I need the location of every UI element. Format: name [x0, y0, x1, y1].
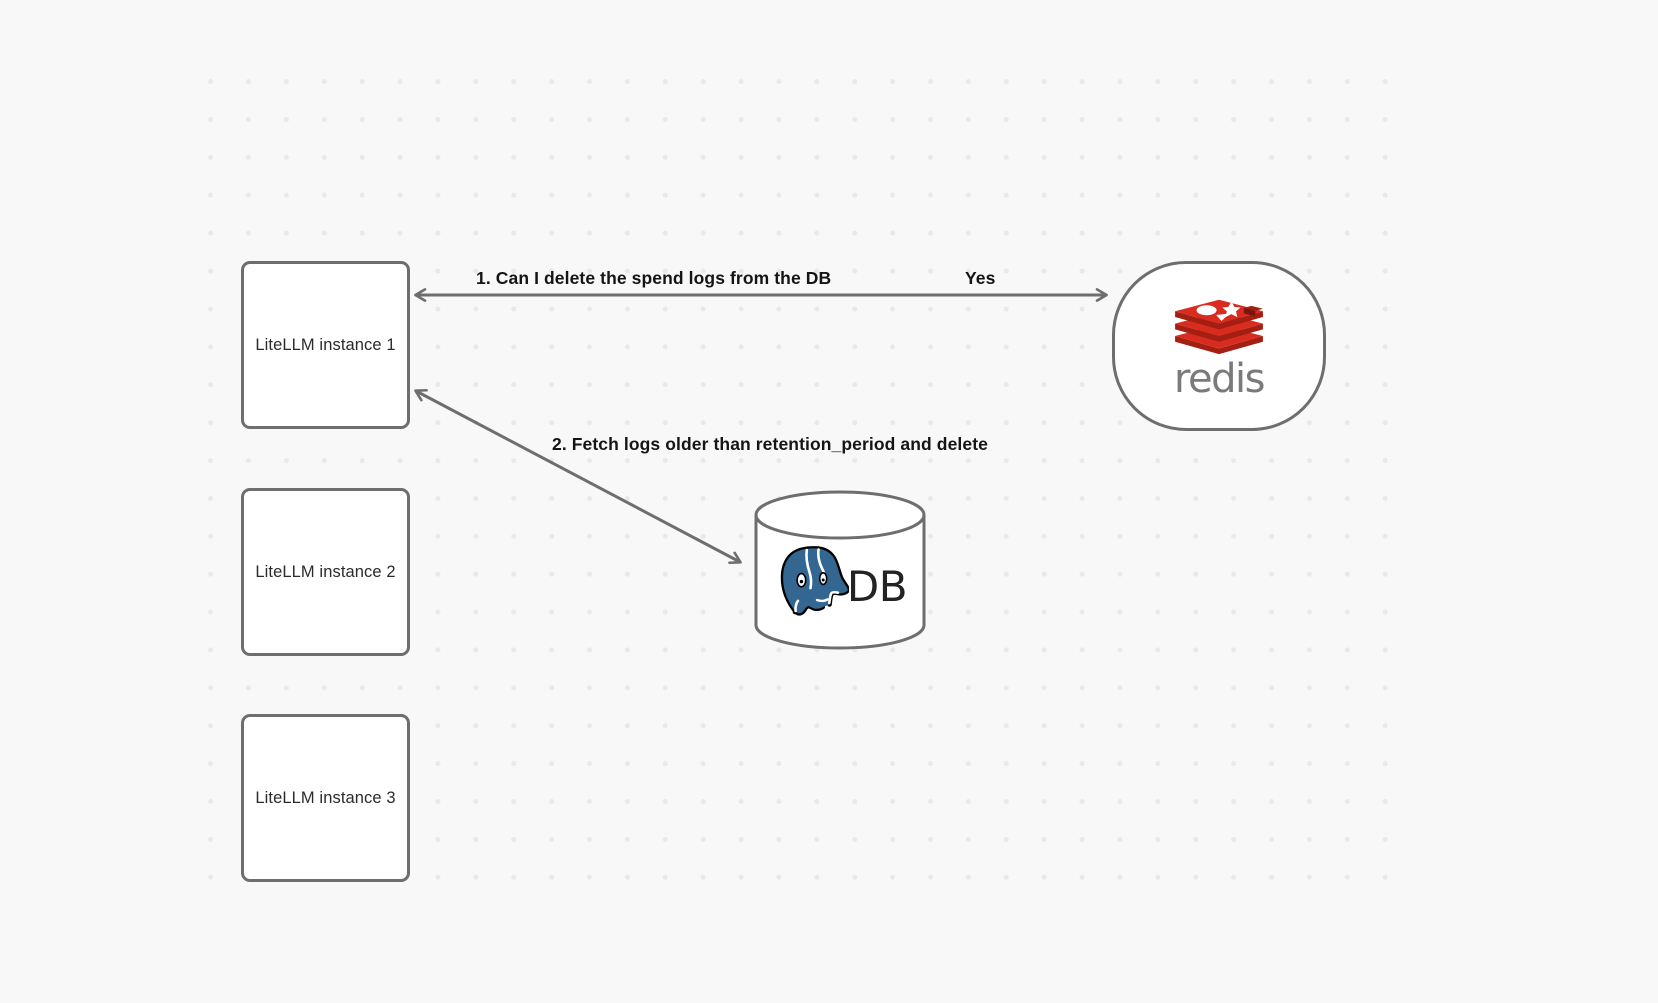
- edge-db-to-instance-1: [414, 388, 742, 565]
- redis-stack-icon: [1175, 299, 1263, 355]
- node-label: LiteLLM instance 1: [255, 335, 396, 354]
- db-label: DB: [846, 562, 908, 611]
- db-logo-row: DB: [753, 542, 927, 632]
- node-litellm-instance-3[interactable]: LiteLLM instance 3: [241, 714, 410, 882]
- edge-label-can-i-delete-spend-logs: 1. Can I delete the spend logs from the …: [476, 268, 832, 288]
- node-litellm-instance-2[interactable]: LiteLLM instance 2: [241, 488, 410, 656]
- redis-wordmark: redis: [1173, 356, 1266, 402]
- redis-logo: redis: [1169, 295, 1269, 399]
- node-postgres-db[interactable]: DB: [753, 490, 927, 650]
- node-litellm-instance-1[interactable]: LiteLLM instance 1: [241, 261, 410, 429]
- postgresql-elephant-icon: [780, 546, 849, 616]
- edge-label-yes: Yes: [965, 268, 996, 288]
- edge-label-fetch-logs-older-than-retention-period: 2. Fetch logs older than retention_perio…: [552, 434, 988, 454]
- node-label: LiteLLM instance 2: [255, 562, 396, 581]
- node-redis[interactable]: redis: [1112, 261, 1326, 431]
- node-label: LiteLLM instance 3: [255, 788, 396, 807]
